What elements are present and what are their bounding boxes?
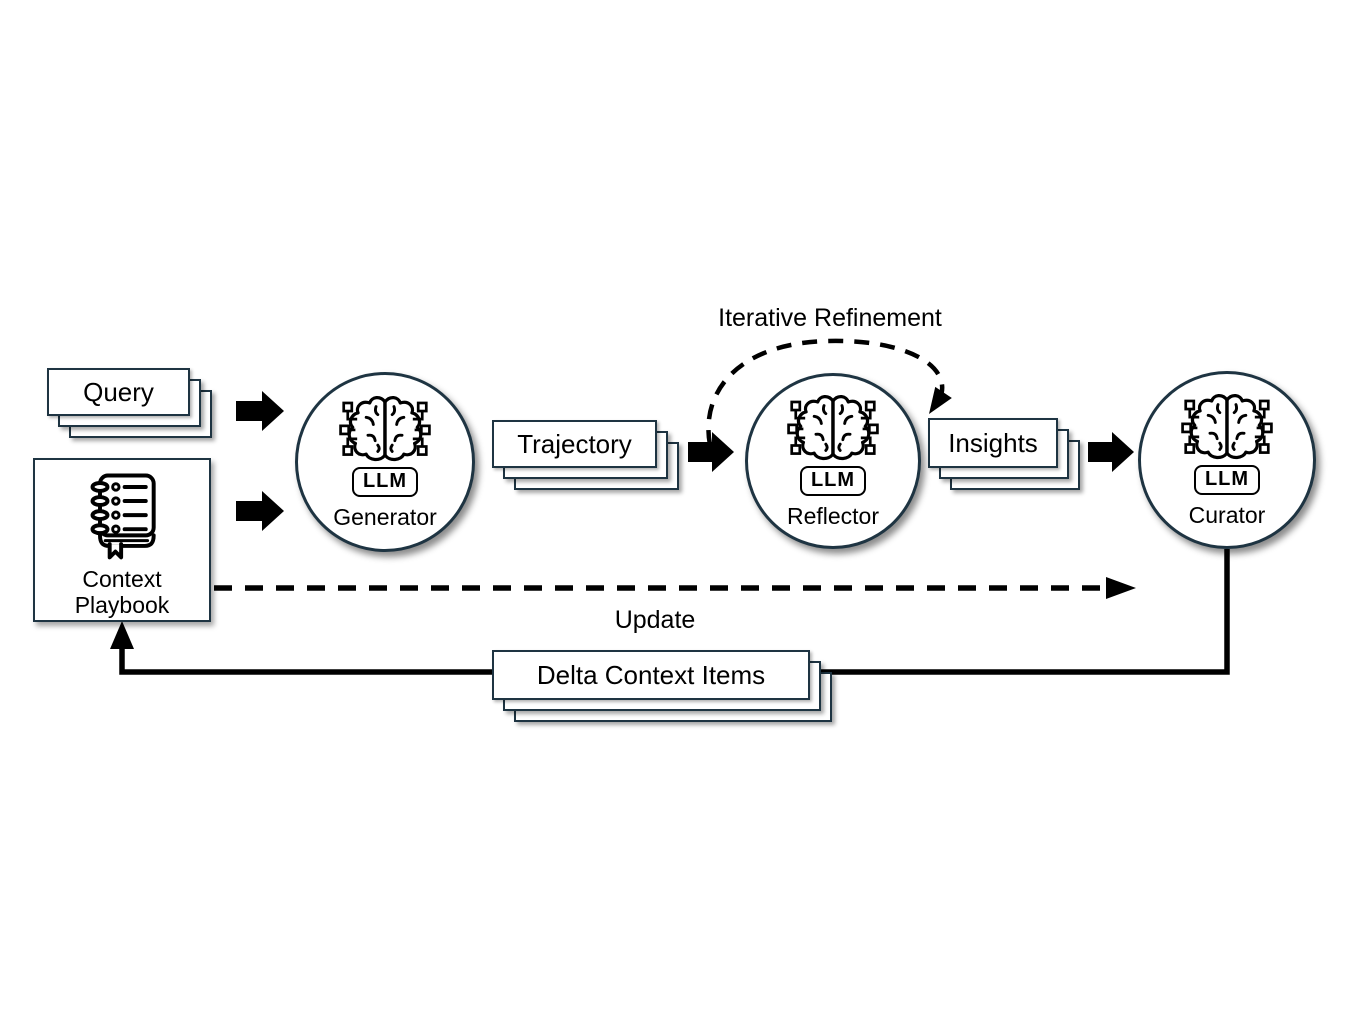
trajectory-card-stack: Trajectory (492, 420, 679, 490)
reflector-label: Reflector (786, 502, 880, 529)
insights-card-stack: Insights (928, 418, 1080, 490)
llm-badge: LLM (351, 466, 419, 497)
curator-node: LLM Curator (1138, 371, 1316, 549)
context-playbook-node: Context Playbook (33, 458, 211, 622)
context-playbook-label-line2: Playbook (74, 592, 170, 618)
arrow-right-icon-playbook-to-generator (236, 491, 284, 531)
llm-badge: LLM (1193, 464, 1261, 495)
arrow-right-icon-trajectory-to-reflector (688, 432, 734, 472)
query-card: Query (47, 368, 190, 416)
llm-brain-icon (786, 393, 880, 463)
arrow-right-icon-query-to-generator (236, 391, 284, 431)
refinement-loop-arc (706, 338, 945, 446)
query-card-stack: Query (47, 368, 212, 438)
insights-card: Insights (928, 418, 1058, 468)
context-playbook-label-line1: Context (82, 566, 162, 592)
iterative-refinement-label: Iterative Refinement (718, 304, 942, 332)
llm-badge: LLM (799, 465, 867, 496)
context-playbook-label: Context Playbook (75, 566, 170, 618)
llm-brain-icon (1180, 392, 1274, 462)
arrow-right-icon-insights-to-curator (1088, 432, 1134, 472)
notebook-icon (78, 468, 166, 564)
delta-context-items-label: Delta Context Items (536, 659, 766, 690)
update-label: Update (614, 606, 696, 634)
feedback-arrowhead-icon (110, 621, 134, 649)
refinement-arrowhead-icon (929, 386, 952, 414)
trajectory-card: Trajectory (492, 420, 657, 468)
generator-node: LLM Generator (295, 372, 475, 552)
curator-label: Curator (1188, 501, 1266, 528)
update-arrowhead-icon (1106, 577, 1136, 599)
generator-label: Generator (333, 503, 437, 530)
delta-context-items-card: Delta Context Items (492, 650, 810, 700)
trajectory-label: Trajectory (517, 428, 632, 459)
reflector-node: LLM Reflector (745, 373, 921, 549)
insights-label: Insights (948, 427, 1038, 458)
llm-brain-icon (338, 394, 432, 464)
delta-context-items-card-stack: Delta Context Items (492, 650, 832, 722)
query-label: Query (83, 376, 154, 407)
